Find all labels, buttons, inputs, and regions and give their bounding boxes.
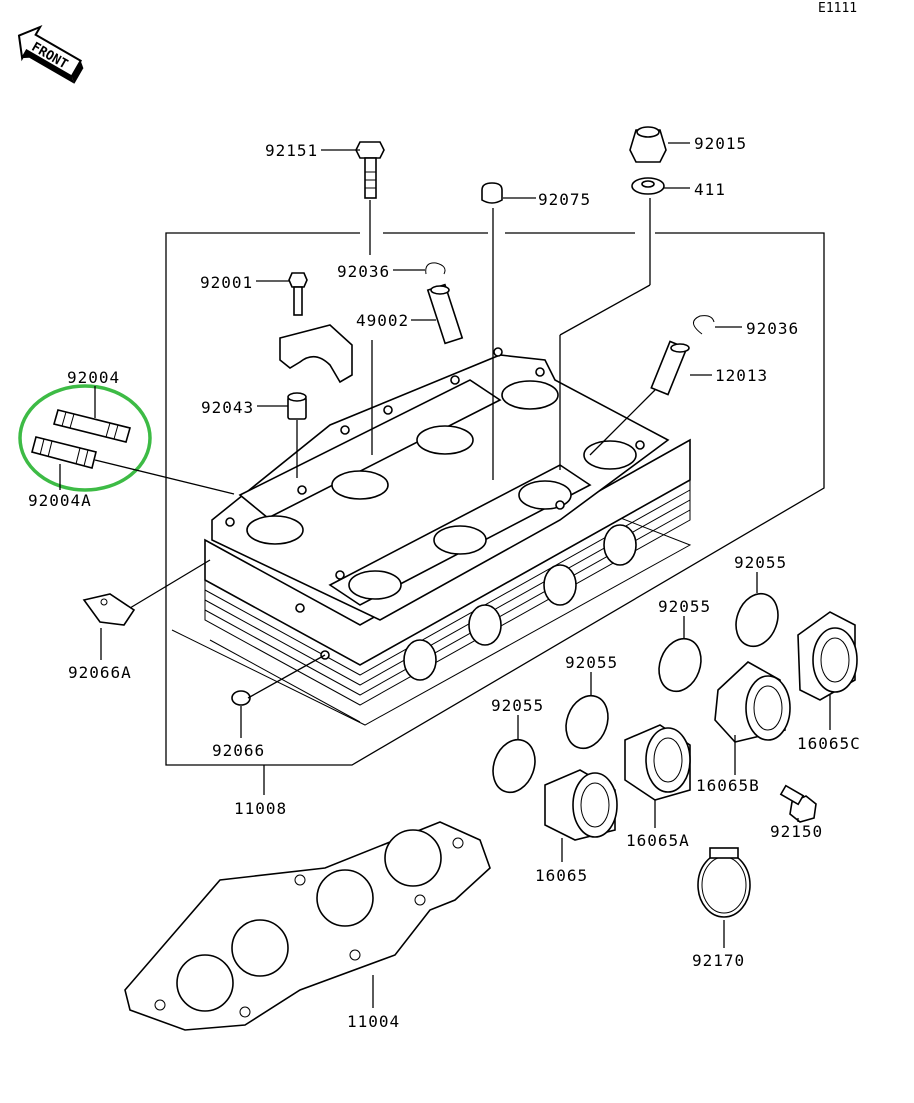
label-92066: 92066 <box>212 741 265 760</box>
holder-16065C <box>797 611 858 701</box>
label-92055-a: 92055 <box>734 553 787 572</box>
screw-92150 <box>779 784 817 823</box>
label-11008: 11008 <box>234 799 287 818</box>
valve-guide-12013 <box>650 340 690 396</box>
label-16065B: 16065B <box>696 776 760 795</box>
label-92066A: 92066A <box>68 663 132 682</box>
stud-92004A <box>31 436 97 469</box>
cap-nut-92015 <box>629 126 667 163</box>
o-ring-92055-c <box>565 694 609 750</box>
assembly-frame <box>165 232 825 766</box>
label-92015: 92015 <box>694 134 747 153</box>
holder-16065A <box>624 724 691 801</box>
ring-92036a-icon <box>425 262 446 275</box>
front-arrow-icon: FRONT <box>17 24 84 84</box>
label-92055-d: 92055 <box>491 696 544 715</box>
label-12013: 12013 <box>715 366 768 385</box>
label-92151: 92151 <box>265 141 318 160</box>
cam-cap <box>279 324 353 384</box>
label-92075: 92075 <box>538 190 591 209</box>
leader-lines <box>59 142 831 1008</box>
holder-16065B <box>714 661 791 743</box>
label-92150: 92150 <box>770 822 823 841</box>
head-gasket-11004 <box>124 821 491 1031</box>
o-ring-92055-b <box>658 637 702 693</box>
ring-92036b-icon <box>693 315 715 335</box>
plug-92075 <box>481 182 503 204</box>
label-92036-b: 92036 <box>746 319 799 338</box>
cylinder-head <box>171 347 692 726</box>
label-49002: 49002 <box>356 311 409 330</box>
o-ring-92055-a <box>735 592 779 648</box>
o-ring-92055-d <box>492 738 536 794</box>
clamp-92170 <box>697 847 751 918</box>
label-411: 411 <box>694 180 726 199</box>
highlight-circle <box>18 384 152 492</box>
bolt-92151 <box>355 141 385 199</box>
label-92004A: 92004A <box>28 491 92 510</box>
label-11004: 11004 <box>347 1012 400 1031</box>
stud-92004 <box>53 409 131 443</box>
bracket-92066A <box>82 593 136 626</box>
label-16065: 16065 <box>535 866 588 885</box>
label-16065C: 16065C <box>797 734 861 753</box>
diagram-code: E1111 <box>818 1 857 16</box>
label-92001: 92001 <box>200 273 253 292</box>
label-92170: 92170 <box>692 951 745 970</box>
part-labels: 92151 92015 92075 411 92036 92001 49002 … <box>28 134 861 1031</box>
plug-92066 <box>231 690 251 706</box>
label-92004: 92004 <box>67 368 120 387</box>
label-92055-b: 92055 <box>658 597 711 616</box>
label-92043: 92043 <box>201 398 254 417</box>
label-92055-c: 92055 <box>565 653 618 672</box>
holder-16065 <box>544 769 618 841</box>
label-16065A: 16065A <box>626 831 690 850</box>
label-92036-a: 92036 <box>337 262 390 281</box>
valve-guide-49002 <box>426 283 464 345</box>
bolt-92001 <box>288 272 308 316</box>
washer-411 <box>631 177 665 195</box>
dowel-92043 <box>287 392 307 420</box>
